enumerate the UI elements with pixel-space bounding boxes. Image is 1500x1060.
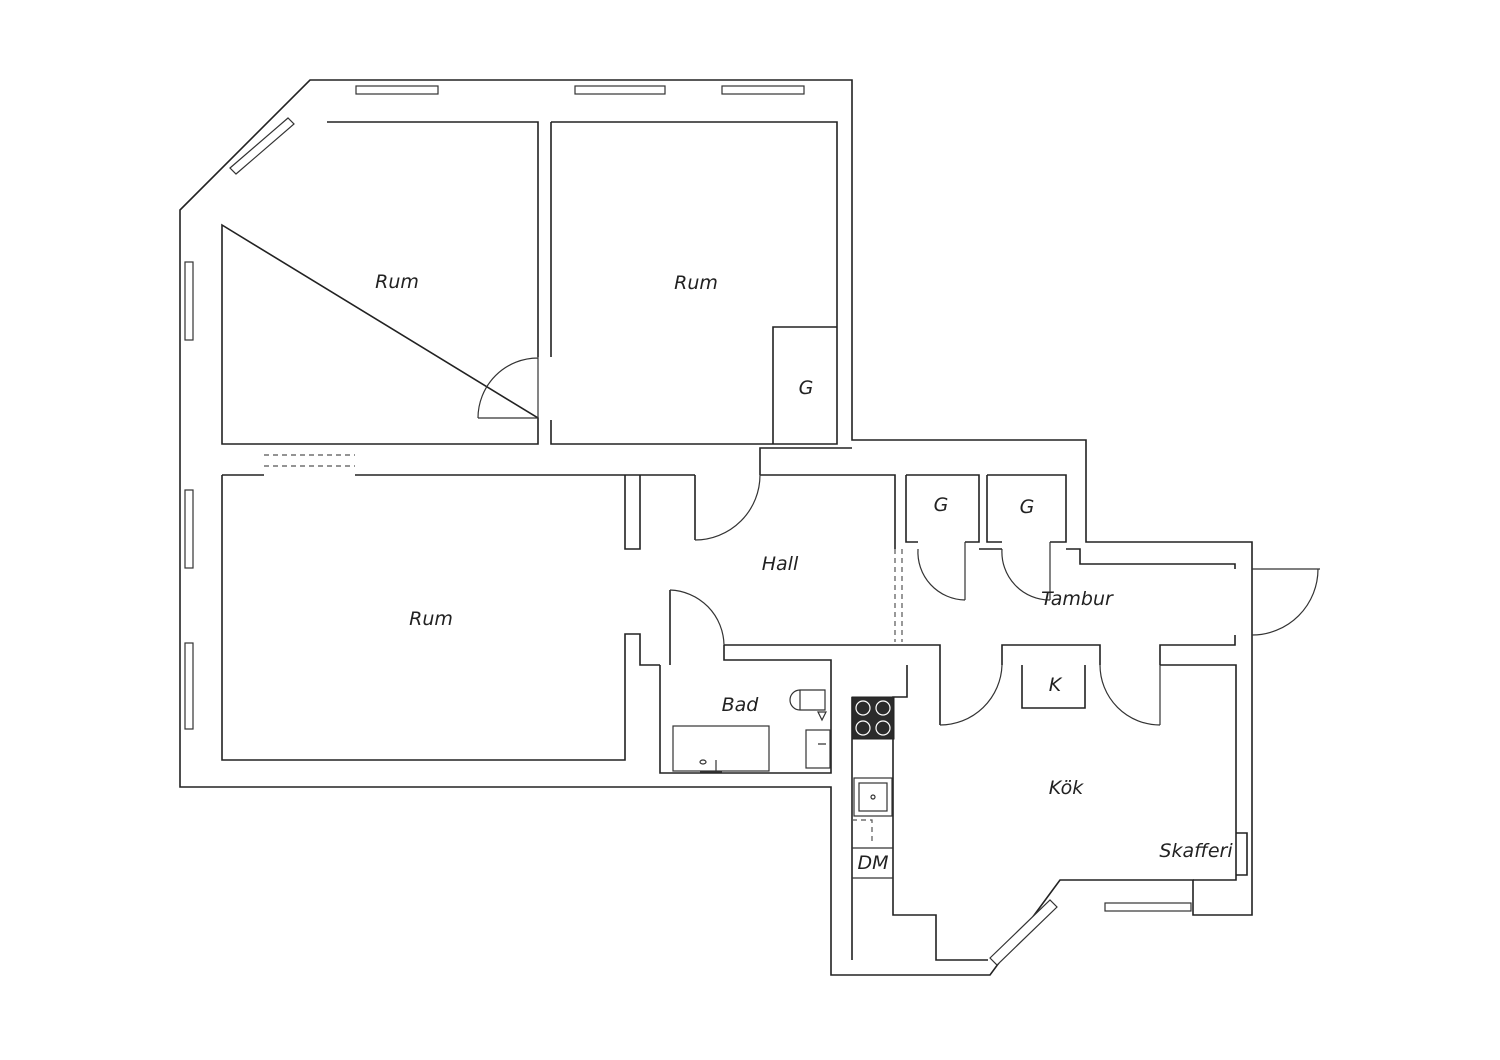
room-label-rum-top-right: Rum: [674, 272, 718, 294]
bath-fixtures: [672, 689, 831, 773]
sink-bath: [805, 729, 831, 769]
room-label-rum-bottom: Rum: [409, 608, 453, 630]
bathtub: [672, 725, 770, 772]
closet-label-k: K: [1048, 674, 1062, 696]
kitchen-fixtures: [851, 696, 895, 879]
room-label-hall: Hall: [761, 553, 799, 575]
kitchen-sink: [853, 777, 893, 817]
closet-label-g-top-right-room: G: [798, 377, 814, 399]
doors: [477, 357, 1320, 726]
room-label-kok: Kök: [1048, 777, 1084, 799]
room-label-tambur: Tambur: [1041, 588, 1113, 610]
room-label-skafferi: Skafferi: [1159, 840, 1233, 862]
inner-walls: [221, 121, 1248, 961]
closet-label-g-tambur-left: G: [933, 494, 949, 516]
closet-label-dm: DM: [857, 852, 889, 874]
closet-label-g-tambur-right: G: [1019, 496, 1035, 518]
toilet: [789, 689, 826, 711]
room-label-bad: Bad: [721, 694, 759, 716]
stove: [851, 696, 895, 740]
bathtub-drain: [699, 759, 707, 765]
openings: [264, 454, 903, 845]
room-label-rum-top-left: Rum: [375, 271, 419, 293]
outer-walls: [179, 79, 1253, 976]
windows: [184, 85, 1192, 966]
